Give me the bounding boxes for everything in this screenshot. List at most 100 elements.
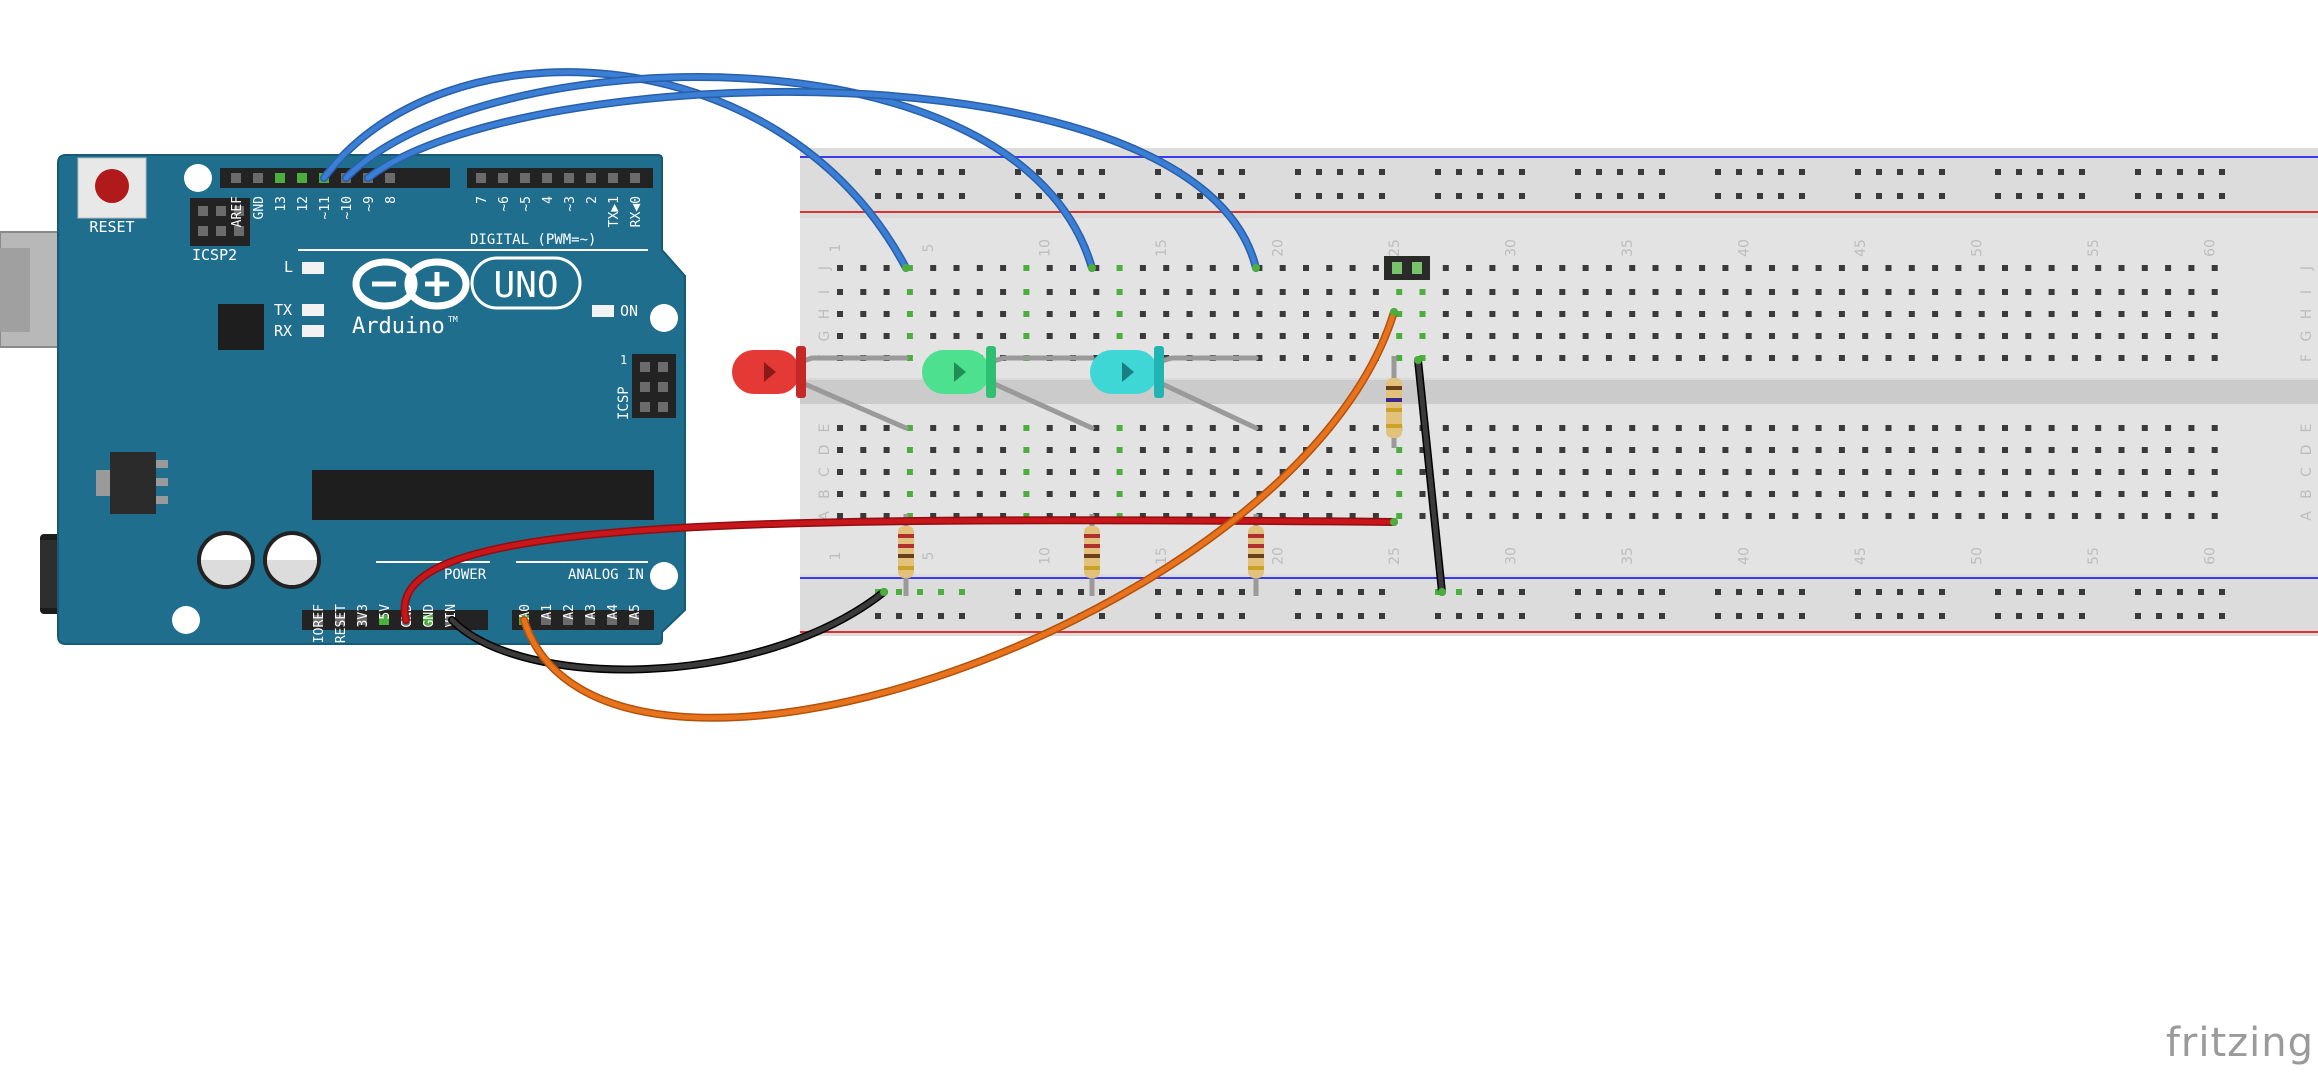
breadboard-hole — [1093, 447, 1100, 453]
breadboard-hole — [1000, 469, 1007, 475]
breadboard-hole — [1629, 311, 1636, 317]
breadboard-hole — [2002, 425, 2008, 431]
breadboard-hole — [976, 491, 983, 497]
breadboard-hole — [1349, 425, 1356, 431]
breadboard-hole — [1256, 289, 1263, 295]
breadboard-hole — [1396, 289, 1403, 295]
digital-pin — [297, 173, 307, 183]
breadboard-hole — [1652, 513, 1659, 519]
breadboard-hole — [1163, 447, 1170, 453]
breadboard-hole — [1838, 265, 1845, 271]
breadboard-hole — [1815, 355, 1822, 361]
breadboard-hole — [2002, 333, 2008, 339]
reset-button-cap[interactable] — [95, 169, 129, 203]
resistor-sensor — [1386, 356, 1402, 448]
breadboard-hole — [1629, 491, 1636, 497]
breadboard-hole — [2165, 333, 2172, 339]
rail-hole — [1015, 193, 1021, 199]
breadboard-hole — [1536, 289, 1542, 295]
column-number: 15 — [1154, 239, 1170, 257]
breadboard-hole — [1396, 355, 1403, 361]
breadboard-hole — [1605, 265, 1612, 271]
breadboard-hole — [1675, 425, 1682, 431]
breadboard-hole — [1652, 333, 1659, 339]
breadboard-hole — [1699, 355, 1706, 361]
breadboard-hole — [1862, 265, 1869, 271]
breadboard-hole — [1372, 513, 1379, 519]
breadboard-hole — [1792, 333, 1799, 339]
breadboard-hole — [1396, 513, 1403, 519]
breadboard-hole — [1233, 289, 1240, 295]
breadboard-hole — [1163, 265, 1170, 271]
breadboard-hole — [2165, 265, 2172, 271]
breadboard-hole — [2095, 491, 2102, 497]
rail-hole — [1778, 169, 1784, 175]
breadboard-hole — [837, 447, 843, 453]
mount-hole — [172, 606, 200, 634]
rail-hole — [1995, 613, 2001, 619]
breadboard-hole — [883, 289, 890, 295]
breadboard-hole — [1559, 447, 1566, 453]
breadboard-hole — [2165, 469, 2172, 475]
wire-blue — [343, 74, 1095, 271]
breadboard-hole — [1722, 447, 1729, 453]
rail-hole — [2037, 193, 2043, 199]
breadboard-hole — [930, 447, 937, 453]
breadboard-hole — [1745, 469, 1752, 475]
breadboard-hole — [953, 469, 960, 475]
breadboard-hole — [1279, 513, 1286, 519]
breadboard-hole — [1536, 513, 1542, 519]
breadboard-hole — [1372, 333, 1379, 339]
breadboard-hole — [1349, 513, 1356, 519]
breadboard-hole — [1396, 469, 1403, 475]
breadboard-hole — [1233, 311, 1240, 317]
breadboard-hole — [1303, 355, 1309, 361]
breadboard-hole — [1442, 469, 1449, 475]
rail-hole — [2079, 169, 2085, 175]
breadboard-hole — [1745, 265, 1752, 271]
breadboard-hole — [1792, 265, 1799, 271]
breadboard-hole — [2095, 513, 2102, 519]
rail-hole — [1519, 589, 1525, 595]
breadboard-hole — [883, 333, 890, 339]
rail-hole — [2156, 613, 2162, 619]
analog-pin — [607, 615, 617, 625]
breadboard-hole — [2188, 333, 2195, 339]
column-number: 20 — [1271, 547, 1287, 565]
breadboard-hole — [1046, 469, 1053, 475]
breadboard-hole — [1722, 491, 1729, 497]
breadboard-hole — [860, 469, 867, 475]
breadboard-hole — [2211, 265, 2218, 271]
rail-hole — [2135, 613, 2141, 619]
breadboard-hole — [1885, 491, 1892, 497]
breadboard-hole — [1582, 425, 1589, 431]
breadboard-hole — [1582, 333, 1589, 339]
breadboard-hole — [1792, 491, 1799, 497]
breadboard-hole — [2118, 469, 2125, 475]
column-number: 30 — [1504, 547, 1520, 565]
rail-hole — [1015, 589, 1021, 595]
breadboard-hole — [1209, 333, 1216, 339]
breadboard-hole — [837, 311, 843, 317]
column-number: 35 — [1620, 239, 1636, 257]
breadboard-hole — [1699, 513, 1706, 519]
rail-hole — [1295, 589, 1301, 595]
breadboard-hole — [2165, 289, 2172, 295]
l-led — [302, 262, 324, 274]
breadboard-hole — [2048, 265, 2055, 271]
breadboard-hole — [1536, 333, 1542, 339]
rail-hole — [1316, 193, 1322, 199]
breadboard-hole — [2048, 333, 2055, 339]
breadboard-hole — [2048, 289, 2055, 295]
row-letter: B — [817, 489, 833, 499]
breadboard-hole — [2048, 311, 2055, 317]
breadboard-hole — [1023, 265, 1030, 271]
breadboard-hole — [1372, 311, 1379, 317]
row-letter: G — [2299, 331, 2315, 342]
rail-hole — [1218, 589, 1224, 595]
breadboard-hole — [1838, 469, 1845, 475]
breadboard-hole — [976, 265, 983, 271]
breadboard-hole — [2141, 311, 2148, 317]
rail-hole — [1239, 589, 1245, 595]
breadboard-hole — [1838, 355, 1845, 361]
